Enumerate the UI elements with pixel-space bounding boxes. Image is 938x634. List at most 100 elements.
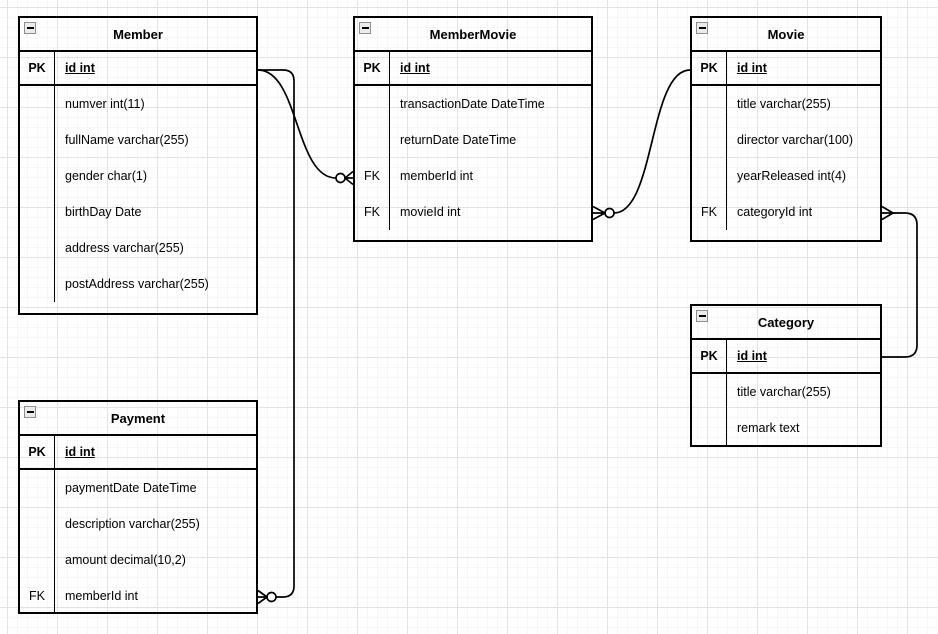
attribute-label: description varchar(255) [65,517,200,531]
key-cell [20,122,55,158]
edge-line[interactable] [882,212,918,358]
attribute-row[interactable]: numver int(11) [20,86,256,122]
key-cell [692,374,727,410]
attribute-label: id int [65,61,95,75]
attribute-row[interactable]: PK id int [20,436,256,470]
key-cell: PK [20,52,55,84]
collapse-icon[interactable] [24,406,36,418]
attribute-row[interactable]: address varchar(255) [20,230,256,266]
collapse-icon[interactable] [696,22,708,34]
entity-title: Category [757,314,815,330]
attribute-row[interactable]: returnDate DateTime [355,122,591,158]
attribute-row[interactable]: PK id int [692,340,880,374]
edge-movie-category[interactable] [881,205,918,358]
edge-line[interactable] [258,69,295,598]
key-cell: PK [20,436,55,468]
attribute-label: id int [400,61,430,75]
entity-member[interactable]: Member PK id int numver int(11) fullName… [18,16,258,315]
minus-icon [26,411,34,413]
entity-payment-header[interactable]: Payment [20,402,256,436]
key-cell [692,86,727,122]
attribute-row[interactable]: description varchar(255) [20,506,256,542]
key-cell [20,158,55,194]
attribute-row[interactable]: director varchar(100) [692,122,880,158]
attribute-row[interactable]: fullName varchar(255) [20,122,256,158]
crows-foot-icon [592,205,606,221]
zero-circle-icon [335,172,346,184]
entity-title: Payment [110,410,166,426]
key-cell: PK [355,52,390,84]
edge-line[interactable] [257,69,337,179]
key-cell [20,542,55,578]
minus-icon [698,315,706,317]
attribute-row[interactable]: remark text [692,410,880,446]
key-cell: FK [20,578,55,614]
attribute-row[interactable]: postAddress varchar(255) [20,266,256,302]
crows-foot-icon [257,589,268,605]
attribute-row[interactable]: title varchar(255) [692,86,880,122]
key-cell [20,266,55,302]
attribute-label: postAddress varchar(255) [65,277,209,291]
attribute-row[interactable]: FK memberId int [20,578,256,614]
attribute-label: yearReleased int(4) [737,169,847,183]
key-cell [20,86,55,122]
edge-movie-membermovie[interactable] [592,69,691,221]
key-cell [355,122,390,158]
attribute-label: categoryId int [737,205,813,219]
entity-membermovie-header[interactable]: MemberMovie [355,18,591,52]
attribute-row[interactable]: gender char(1) [20,158,256,194]
collapse-icon[interactable] [696,310,708,322]
key-cell [20,470,55,506]
attribute-label: id int [65,445,95,459]
attribute-label: memberId int [65,589,138,603]
zero-circle-icon [604,207,615,219]
attribute-row[interactable]: transactionDate DateTime [355,86,591,122]
attribute-row[interactable]: paymentDate DateTime [20,470,256,506]
entity-payment[interactable]: Payment PK id int paymentDate DateTime d… [18,400,258,614]
minus-icon [698,27,706,29]
attribute-label: movieId int [400,205,461,219]
attribute-row[interactable]: title varchar(255) [692,374,880,410]
entity-category-header[interactable]: Category [692,306,880,340]
attribute-label: returnDate DateTime [400,133,517,147]
entity-movie[interactable]: Movie PK id int title varchar(255) direc… [690,16,882,242]
entity-footer-space [355,230,591,240]
edge-member-payment[interactable] [257,69,295,605]
attribute-label: title varchar(255) [737,385,831,399]
key-cell [20,506,55,542]
attribute-label: id int [737,61,767,75]
edge-member-membermovie[interactable] [257,69,354,186]
attribute-label: numver int(11) [65,97,145,111]
collapse-icon[interactable] [24,22,36,34]
attribute-row[interactable]: FK movieId int [355,194,591,230]
attribute-row[interactable]: FK memberId int [355,158,591,194]
minus-icon [361,27,369,29]
attribute-label: birthDay Date [65,205,142,219]
key-cell: PK [692,340,727,372]
key-cell: FK [355,158,390,194]
collapse-icon[interactable] [359,22,371,34]
key-cell [20,230,55,266]
edge-line[interactable] [613,69,691,214]
entity-membermovie[interactable]: MemberMovie PK id int transactionDate Da… [353,16,593,242]
attribute-row[interactable]: PK id int [692,52,880,86]
key-cell [692,410,727,446]
attribute-row[interactable]: birthDay Date [20,194,256,230]
attribute-label: fullName varchar(255) [65,133,189,147]
attribute-row[interactable]: amount decimal(10,2) [20,542,256,578]
attribute-row[interactable]: PK id int [20,52,256,86]
attribute-row[interactable]: PK id int [355,52,591,86]
attribute-row[interactable]: yearReleased int(4) [692,158,880,194]
attribute-row[interactable]: FK categoryId int [692,194,880,230]
entity-movie-header[interactable]: Movie [692,18,880,52]
attribute-label: gender char(1) [65,169,147,183]
entity-category[interactable]: Category PK id int title varchar(255) re… [690,304,882,447]
entity-title: Movie [767,26,805,42]
crows-foot-icon [344,170,354,186]
key-cell: PK [692,52,727,84]
attribute-label: title varchar(255) [737,97,831,111]
key-cell [20,194,55,230]
attribute-label: remark text [737,421,800,435]
entity-member-header[interactable]: Member [20,18,256,52]
